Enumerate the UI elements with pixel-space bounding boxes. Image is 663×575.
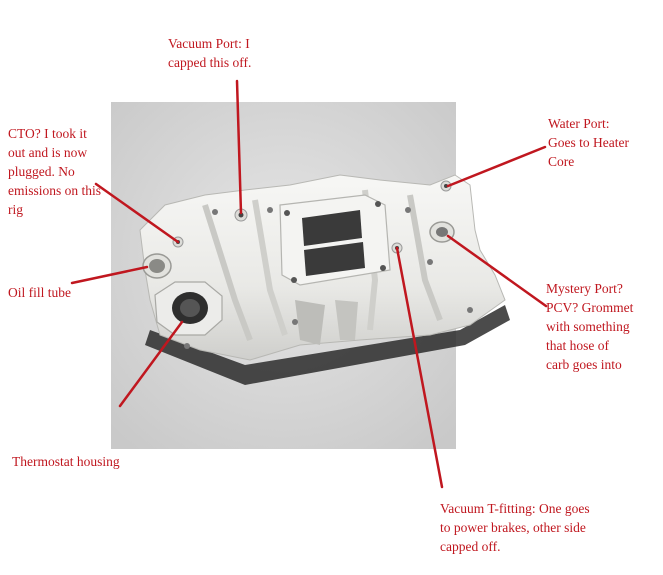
leader-vacuum-port xyxy=(235,79,243,215)
leader-vacuum-t-fitting xyxy=(395,246,444,489)
leader-thermostat-housing xyxy=(118,320,184,408)
label-cto: CTO? I took it out and is now plugged. N… xyxy=(8,126,102,217)
label-vacuum-t-fitting: Vacuum T-fitting: One goes to power brak… xyxy=(440,501,590,554)
leader-oil-fill-tube xyxy=(70,265,149,285)
label-oil-fill-tube: Oil fill tube xyxy=(8,285,71,300)
label-mystery-port: Mystery Port? PCV? Grommet with somethin… xyxy=(546,281,634,372)
label-water-port: Water Port: Goes to Heater Core xyxy=(548,116,629,169)
leader-lines xyxy=(70,79,548,489)
leader-mystery-port xyxy=(446,234,548,308)
leader-water-port xyxy=(446,145,547,188)
label-vacuum-port: Vacuum Port: I capped this off. xyxy=(168,36,252,70)
leader-cto xyxy=(94,182,180,244)
intake-manifold-image xyxy=(139,174,510,385)
label-thermostat-housing: Thermostat housing xyxy=(12,454,120,469)
